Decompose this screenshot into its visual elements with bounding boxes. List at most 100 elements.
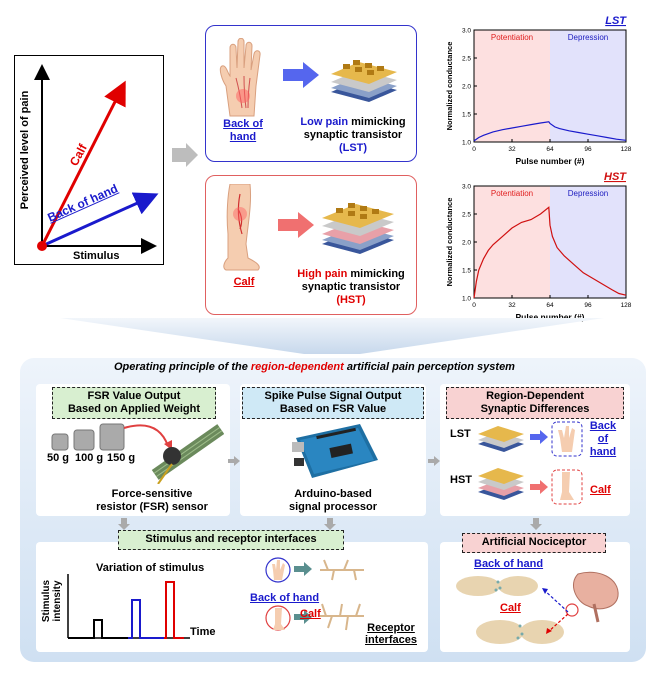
lst-desc: Low pain mimicking synaptic transistor (… [290,116,416,155]
hst-desc-line3: (HST) [336,294,366,306]
y-tick-label: 1.5 [462,268,471,275]
time-label: Time [190,626,216,638]
region-back-of-hand: Back of hand [584,420,622,459]
pain-graph-svg [34,64,159,254]
x-tick-label: 96 [584,302,592,309]
x-tick-label: 32 [508,146,516,153]
title-em: region-dependent [250,361,344,373]
nociceptor-illustration [456,571,619,644]
x-axis-label: Pulse number (#) [516,312,585,322]
arduino-board-icon [292,424,378,478]
arrow-right-icon [228,456,240,466]
region-label-depression: Depression [568,189,608,198]
series-line [473,206,627,299]
hst-desc-line2: synaptic transistor [301,281,401,293]
arduino-head-1: Spike Pulse Signal Output [264,390,402,402]
series-line [473,121,627,142]
region-devices-icon [478,421,583,505]
hst-desc: High pain mimicking synaptic transistor … [286,268,416,307]
x-tick-label: 32 [508,302,516,309]
region-label-potentiation: Potentiation [491,189,533,198]
fsr-head-1: FSR Value Output [87,390,181,402]
funnel-arrow [60,318,604,354]
chevron-right-icon [172,143,198,167]
region-head-2: Synaptic Differences [480,403,590,415]
receptor-caption: Receptor interfaces [360,622,422,646]
fsr-head-2: Based on Applied Weight [67,403,200,415]
receptor-icons [265,557,364,631]
nociceptor-back-of-hand: Back of hand [474,558,544,570]
arrow-down-icon [118,518,130,530]
fsr-caption: Force-sensitive resistor (FSR) sensor [82,488,222,514]
variation-label: Variation of stimulus [96,562,205,574]
weight-150: 150 g [107,452,136,464]
chart-title: HST [604,171,627,183]
arrow-right-icon [283,62,319,88]
region-head-1: Region-Dependent [486,390,584,402]
x-tick-label: 128 [621,302,632,309]
lst-chart: Potentiation Depression 1.0 1.5 2.0 2.5 3.0 0 32… [445,15,632,166]
x-tick-label: 96 [584,146,592,153]
region-hand: hand [589,446,617,458]
hand-arrow [41,192,159,248]
lst-tag: LST [450,428,471,440]
synapse-top [456,576,538,596]
arduino-caption: Arduino-based signal processor [260,488,406,514]
fsr-caption-2: resistor (FSR) sensor [96,501,208,513]
pain-ylabel: Perceived level of pain [19,90,31,210]
calf-arrow [40,80,126,247]
nociceptor-calf: Calf [500,602,521,614]
weight-50: 50 g [47,452,70,464]
arduino-caption-2: signal processor [288,501,378,513]
y-tick-label: 1.5 [462,112,471,119]
stimulus-pulses [67,574,190,639]
depression-region [550,30,626,142]
region-label-potentiation: Potentiation [491,33,533,42]
hst-chart: Potentiation Depression 1.0 1.5 2.0 2.5 3.0 0 32… [445,171,632,322]
y-tick-label: 2.0 [462,84,471,91]
hst-tag: HST [450,474,472,486]
lst-desc-em: Low pain [300,116,349,128]
y-axis-label: Normalized conductance [445,42,454,131]
receptor-caption-2: interfaces [365,634,417,646]
y-tick-label: 1.0 [462,296,471,303]
region-panel-head: Region-Dependent Synaptic Differences [446,387,624,419]
y-tick-label: 1.0 [462,140,471,147]
x-tick-label: 0 [472,302,476,309]
arrow-down-icon [530,518,542,530]
region-calf: Calf [590,484,611,496]
arrow-right-icon [278,212,314,238]
hst-device-icon [322,203,394,254]
arduino-head-2: Based on FSR Value [279,403,387,415]
depression-region [550,186,626,298]
title-pre: Operating principle of the [114,361,251,373]
hst-region-label: Calf [233,276,255,288]
fsr-caption-1: Force-sensitive [111,488,193,500]
stimulus-panel-head: Stimulus and receptor interfaces [118,530,344,550]
lst-desc-rest: mimicking [348,116,406,128]
receptor-caption-1: Receptor [367,622,415,634]
y-tick-label: 2.5 [462,56,471,63]
y-tick-label: 2.5 [462,212,471,219]
x-tick-label: 64 [546,302,554,309]
lst-region-label: Back of hand [223,118,263,143]
stimulus-back-of-hand: Back of hand [250,592,320,604]
x-tick-label: 0 [472,146,476,153]
y-tick-label: 3.0 [462,28,471,35]
operating-principle-title: Operating principle of the region-depend… [114,361,515,373]
stimulus-xlabel: Stimulus [73,250,120,262]
calf-icon [223,184,260,271]
region-label-depression: Depression [568,33,608,42]
arrow-right-icon [428,456,440,466]
arduino-caption-1: Arduino-based [294,488,372,500]
y-tick-label: 3.0 [462,184,471,191]
nociceptor-panel-head: Artificial Nociceptor [462,533,606,553]
fsr-panel-head: FSR Value Output Based on Applied Weight [52,387,216,419]
region-back: Back [589,420,617,432]
title-post: artificial pain perception system [343,361,515,373]
y-tick-label: 2.0 [462,240,471,247]
x-axis-label: Pulse number (#) [516,156,585,166]
pain-stimulus-graph: Perceived level of pain Stimulus Calf Ba… [14,55,164,265]
weight-100: 100 g [75,452,104,464]
potentiation-region [474,186,550,298]
